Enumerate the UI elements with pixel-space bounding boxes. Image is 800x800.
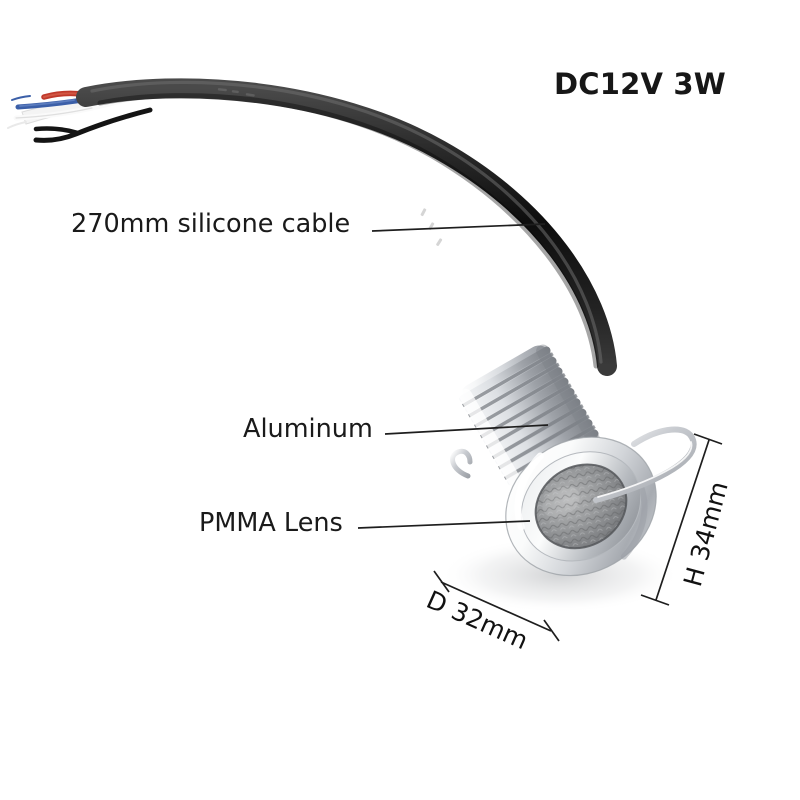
dimension-line-height	[640, 433, 723, 606]
spec-title: DC12V 3W	[553, 67, 726, 101]
spring-clip-right	[593, 426, 697, 503]
heatsink-fins	[459, 346, 599, 486]
spring-clip-right-shine	[597, 441, 693, 498]
label-pmma-lens: PMMA Lens	[199, 508, 343, 538]
label-aluminum: Aluminum	[243, 414, 373, 444]
leader-line-cable	[371, 223, 546, 232]
leader-line-aluminum	[384, 424, 549, 435]
dimension-line-diameter	[433, 570, 560, 642]
pmma-lens	[534, 463, 628, 550]
heatsink	[459, 344, 600, 490]
downlight-fixture	[459, 344, 657, 577]
spring-clip-left	[450, 448, 473, 479]
label-silicone-cable: 270mm silicone cable	[71, 209, 351, 239]
leader-line-lens	[357, 520, 531, 529]
